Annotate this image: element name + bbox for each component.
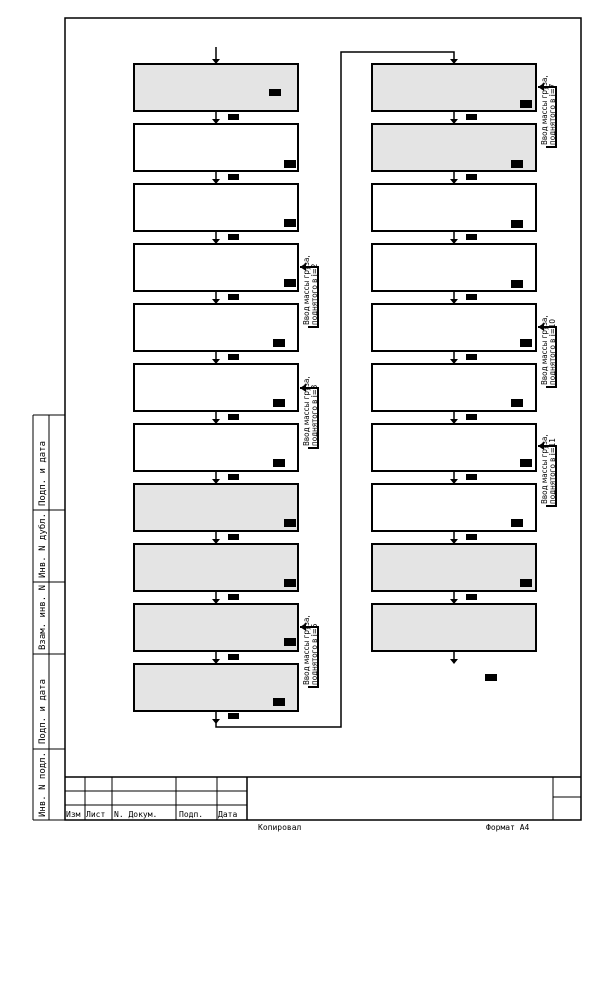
side-stamp-podp-data-2: Подп. и дата xyxy=(38,441,48,506)
key-marker xyxy=(228,474,239,480)
svg-text:Ввод массы груза,: Ввод массы груза, xyxy=(302,615,311,685)
screen-box xyxy=(133,363,299,412)
screen-box xyxy=(371,483,537,532)
key-marker xyxy=(228,713,239,719)
svg-text:поднятого в i=2: поднятого в i=2 xyxy=(310,264,319,325)
svg-text:Ввод массы груза,: Ввод массы груза, xyxy=(302,255,311,325)
svg-text:поднятого в i=10: поднятого в i=10 xyxy=(548,319,557,385)
screen-marker xyxy=(273,459,285,467)
svg-text:Ввод массы груза,: Ввод массы груза, xyxy=(540,75,549,145)
key-marker xyxy=(228,234,239,240)
side-stamp-inv-podl: Инв. N подл. xyxy=(38,752,48,817)
screen-marker xyxy=(284,279,296,287)
footer-copied: Копировал xyxy=(258,823,302,832)
svg-text:Ввод массы груза,: Ввод массы груза, xyxy=(302,376,311,446)
screen-marker xyxy=(284,219,296,227)
screen-box xyxy=(133,63,299,112)
tb-header-list: Лист xyxy=(86,810,105,819)
key-marker xyxy=(466,234,477,240)
svg-text:Ввод массы груза,: Ввод массы груза, xyxy=(540,434,549,504)
screen-box xyxy=(371,183,537,232)
svg-text:поднятого в i=3: поднятого в i=3 xyxy=(310,385,319,446)
svg-text:поднятого в i=7: поднятого в i=7 xyxy=(548,84,557,145)
footer-format: Формат А4 xyxy=(486,823,530,832)
screen-marker xyxy=(520,579,532,587)
screen-marker xyxy=(284,519,296,527)
screen-box xyxy=(133,243,299,292)
screen-box xyxy=(371,243,537,292)
screen-marker xyxy=(520,100,532,108)
screen-box xyxy=(133,183,299,232)
screen-marker xyxy=(511,519,523,527)
screen-marker xyxy=(284,638,296,646)
svg-text:поднятого в i=6: поднятого в i=6 xyxy=(310,623,319,685)
annotation-i2: Ввод массы груза, поднятого в i=2 xyxy=(300,255,319,328)
screen-marker xyxy=(273,339,285,347)
key-marker xyxy=(228,594,239,600)
screen-box xyxy=(371,423,537,472)
screen-marker xyxy=(511,399,523,407)
svg-text:Ввод массы груза,: Ввод массы груза, xyxy=(540,315,549,385)
side-stamp-podp-data-1: Подп. и дата xyxy=(38,679,48,744)
key-marker xyxy=(466,354,477,360)
screen-box xyxy=(371,543,537,592)
flow-column-left xyxy=(133,47,458,728)
screen-marker xyxy=(511,280,523,288)
key-marker xyxy=(485,674,497,681)
screen-marker xyxy=(273,698,285,706)
screen-marker xyxy=(284,160,296,168)
screen-box xyxy=(371,63,537,112)
screen-box xyxy=(371,603,537,652)
key-marker xyxy=(466,594,477,600)
screen-box xyxy=(133,603,299,652)
side-stamp-inv-dubl: Инв. N дубл. xyxy=(37,513,48,578)
screen-marker xyxy=(273,399,285,407)
key-marker xyxy=(466,534,477,540)
column-connector xyxy=(215,51,455,728)
screen-marker xyxy=(284,579,296,587)
svg-text:поднятого в i=11: поднятого в i=11 xyxy=(548,438,557,504)
tb-header-podp: Подп. xyxy=(179,810,203,819)
tb-header-data: Дата xyxy=(218,810,237,819)
screen-box xyxy=(371,303,537,352)
key-marker xyxy=(228,414,239,420)
key-marker xyxy=(228,174,239,180)
side-stamp-vzam-inv: Взам. инв. N xyxy=(38,585,48,650)
annotation-i11: Ввод массы груза, поднятого в i=11 xyxy=(538,434,557,507)
tb-header-dokum: N. Докум. xyxy=(114,810,157,819)
annotation-i3: Ввод массы груза, поднятого в i=3 xyxy=(300,376,319,449)
screen-box xyxy=(371,363,537,412)
screen-marker xyxy=(520,459,532,467)
key-marker xyxy=(466,114,477,120)
screen-marker xyxy=(269,89,281,96)
key-marker xyxy=(466,474,477,480)
screen-box xyxy=(133,423,299,472)
flow-column-right xyxy=(371,63,537,681)
title-block xyxy=(65,776,581,820)
screen-marker xyxy=(511,220,523,228)
screen-marker xyxy=(511,160,523,168)
screen-box xyxy=(133,123,299,172)
annotation-i10: Ввод массы груза, поднятого в i=10 xyxy=(538,315,557,388)
annotation-i7: Ввод массы груза, поднятого в i=7 xyxy=(538,75,557,148)
key-marker xyxy=(228,114,239,120)
screen-box xyxy=(133,483,299,532)
key-marker xyxy=(228,294,239,300)
screen-marker xyxy=(520,339,532,347)
screen-box xyxy=(133,543,299,592)
key-marker xyxy=(228,654,239,660)
key-marker xyxy=(228,354,239,360)
key-marker xyxy=(466,174,477,180)
key-marker xyxy=(466,294,477,300)
key-marker xyxy=(228,534,239,540)
key-marker xyxy=(466,414,477,420)
annotation-i6: Ввод массы груза, поднятого в i=6 xyxy=(300,615,319,688)
tb-header-izm: Изм xyxy=(66,810,81,819)
drawing-frame xyxy=(64,17,582,821)
